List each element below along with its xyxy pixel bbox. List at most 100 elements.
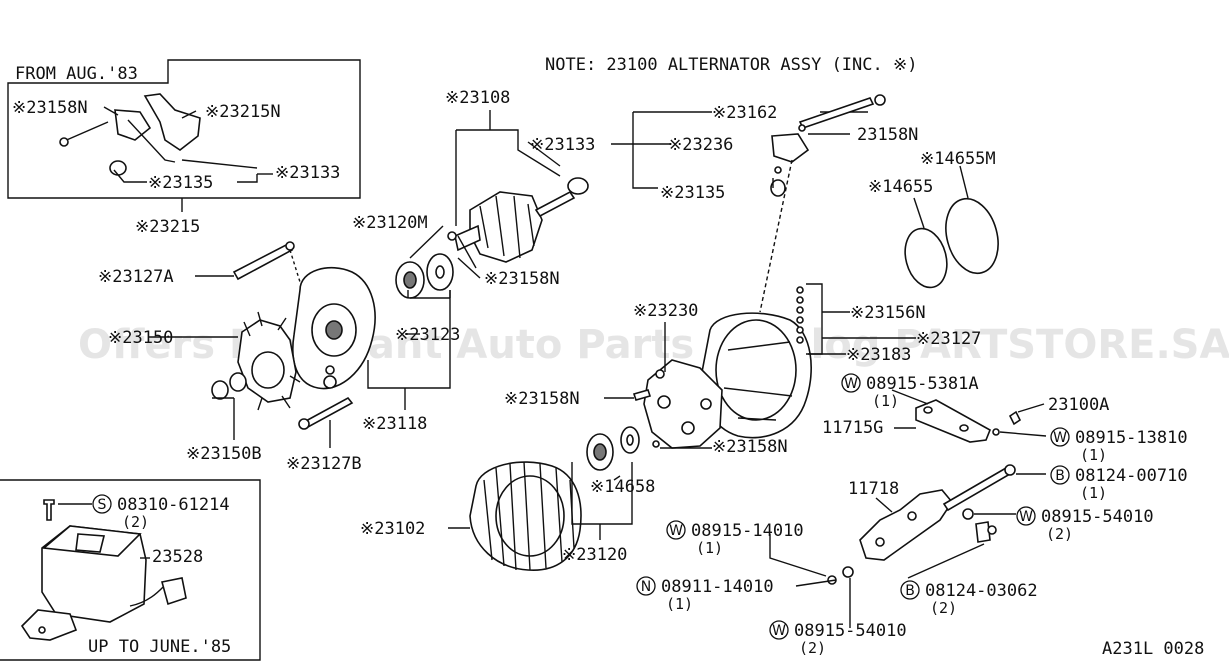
label-23108: ※23108	[445, 88, 510, 108]
label-23150b: ※23150B	[186, 444, 262, 464]
label-23162: ※23162	[712, 103, 777, 123]
screw-small[interactable]	[59, 137, 69, 147]
label-23215n: ※23215N	[205, 102, 281, 122]
regulator-group	[611, 94, 886, 313]
label-23133: ※23133	[530, 135, 595, 155]
fastener-qty-2: (1)	[1080, 484, 1107, 502]
diode-plate[interactable]	[643, 359, 723, 449]
label-11718: 11718	[848, 479, 899, 499]
washer-symbol	[1050, 427, 1070, 447]
fastener-qty-6: (1)	[666, 595, 693, 613]
through-bolt-b[interactable]	[302, 396, 354, 429]
label-23158n-plate: ※23158N	[504, 389, 580, 409]
screw-symbol	[92, 494, 112, 514]
regulator-base[interactable]	[20, 609, 78, 641]
fastener-qty-1: (1)	[1080, 446, 1107, 464]
fastener-number-5: 08915-14010	[691, 521, 804, 541]
diode-washer-a[interactable]	[211, 380, 229, 400]
label-23158n-inset: ※23158N	[12, 98, 88, 118]
fastener-qty-7: (2)	[799, 639, 826, 657]
rotor-washer[interactable]	[567, 177, 589, 195]
label-23127a: ※23127A	[98, 267, 174, 287]
nut-symbol	[636, 576, 656, 596]
fastener-number-6: 08911-14010	[661, 577, 774, 597]
front-housing-bore	[715, 319, 797, 421]
fastener-number-3: 08915-54010	[1041, 507, 1154, 527]
inset-from-aug: FROM AUG.'83 ※23158N ※23215N ※23133 ※231…	[7, 59, 361, 199]
label-23123: ※23123	[395, 325, 460, 345]
label-23215: ※23215	[135, 217, 200, 237]
rear-housing-group	[148, 241, 451, 448]
mounting-bolt[interactable]	[942, 466, 1012, 512]
washer-symbol	[666, 520, 686, 540]
label-14655m: ※14655M	[920, 149, 996, 169]
fastener-symbol-2: B	[1055, 468, 1065, 484]
fastener-symbol-1: W	[1053, 430, 1067, 446]
fastener-symbol-8: S	[98, 497, 107, 513]
cap-small[interactable]	[109, 160, 127, 176]
label-23120: ※23120	[562, 545, 627, 565]
fastener-symbol-4: B	[905, 583, 915, 599]
label-23102: ※23102	[360, 519, 425, 539]
adjusting-bar[interactable]	[915, 399, 992, 443]
label-23127: ※23127	[916, 329, 981, 349]
label-23230: ※23230	[633, 301, 698, 321]
fastener-callouts: W 08915-5381A (1) W 08915-13810 (1) B 08…	[92, 373, 1188, 657]
stator-group	[448, 426, 640, 571]
regulator-bracket-small[interactable]	[143, 93, 201, 151]
regulator-screw[interactable]	[43, 499, 55, 521]
fastener-qty-3: (2)	[1046, 525, 1073, 543]
washer-symbol	[769, 620, 789, 640]
label-23127b: ※23127B	[286, 454, 362, 474]
fastener-number-8: 08310-61214	[117, 495, 230, 515]
fastener-qty-0: (1)	[872, 392, 899, 410]
bracket-group	[769, 389, 1047, 628]
fastener-number-2: 08124-00710	[1075, 466, 1188, 486]
label-23156n: ※23156N	[850, 303, 926, 323]
fastener-symbol-6: N	[641, 579, 651, 595]
mounting-bracket[interactable]	[859, 489, 953, 561]
fastener-qty-4: (2)	[930, 599, 957, 617]
washer-symbol	[1016, 506, 1036, 526]
rotor-group	[395, 110, 589, 299]
label-14655: ※14655	[868, 177, 933, 197]
label-23118: ※23118	[362, 414, 427, 434]
fastener-symbol-5: W	[669, 523, 683, 539]
o-ring-14655[interactable]	[899, 224, 953, 292]
label-14658: ※14658	[590, 477, 655, 497]
label-23183: ※23183	[846, 345, 911, 365]
fastener-qty-8: (2)	[122, 513, 149, 531]
fastener-symbol-0: W	[844, 376, 858, 392]
brush-cap[interactable]	[770, 179, 786, 197]
label-23100a: 23100A	[1048, 395, 1109, 415]
regulator-connector[interactable]	[161, 577, 187, 606]
bolt-symbol	[1050, 465, 1070, 485]
through-bolt-a[interactable]	[232, 242, 294, 281]
fastener-qty-5: (1)	[696, 539, 723, 557]
label-23158n-rotor: ※23158N	[484, 269, 560, 289]
o-ring-14655m[interactable]	[938, 193, 1006, 279]
diode-washer-b[interactable]	[229, 372, 247, 392]
label-11715g: 11715G	[822, 418, 883, 438]
label-23150: ※23150	[108, 328, 173, 348]
fastener-number-1: 08915-13810	[1075, 428, 1188, 448]
inset-up-to-june-label: UP TO JUNE.'85	[88, 637, 231, 657]
fastener-number-7: 08915-54010	[794, 621, 907, 641]
label-23133-inset: ※23133	[275, 163, 340, 183]
label-23158n-front: ※23158N	[712, 437, 788, 457]
inset-up-to-june	[0, 479, 261, 661]
inset-from-aug-label: FROM AUG.'83	[15, 64, 138, 84]
diagram-code: A231L 0028	[1102, 639, 1204, 659]
bolt-symbol	[900, 580, 920, 600]
washer-symbol	[841, 373, 861, 393]
brush-holder[interactable]	[771, 133, 810, 163]
fastener-symbol-7: W	[772, 623, 786, 639]
assembly-note: NOTE: 23100 ALTERNATOR ASSY (INC. ※)	[545, 55, 917, 75]
label-23528: 23528	[152, 547, 203, 567]
through-bolt-top[interactable]	[798, 97, 875, 129]
label-23236: ※23236	[668, 135, 733, 155]
label-23135-inset: ※23135	[148, 173, 213, 193]
fastener-number-4: 08124-03062	[925, 581, 1038, 601]
front-housing-group	[604, 283, 916, 449]
